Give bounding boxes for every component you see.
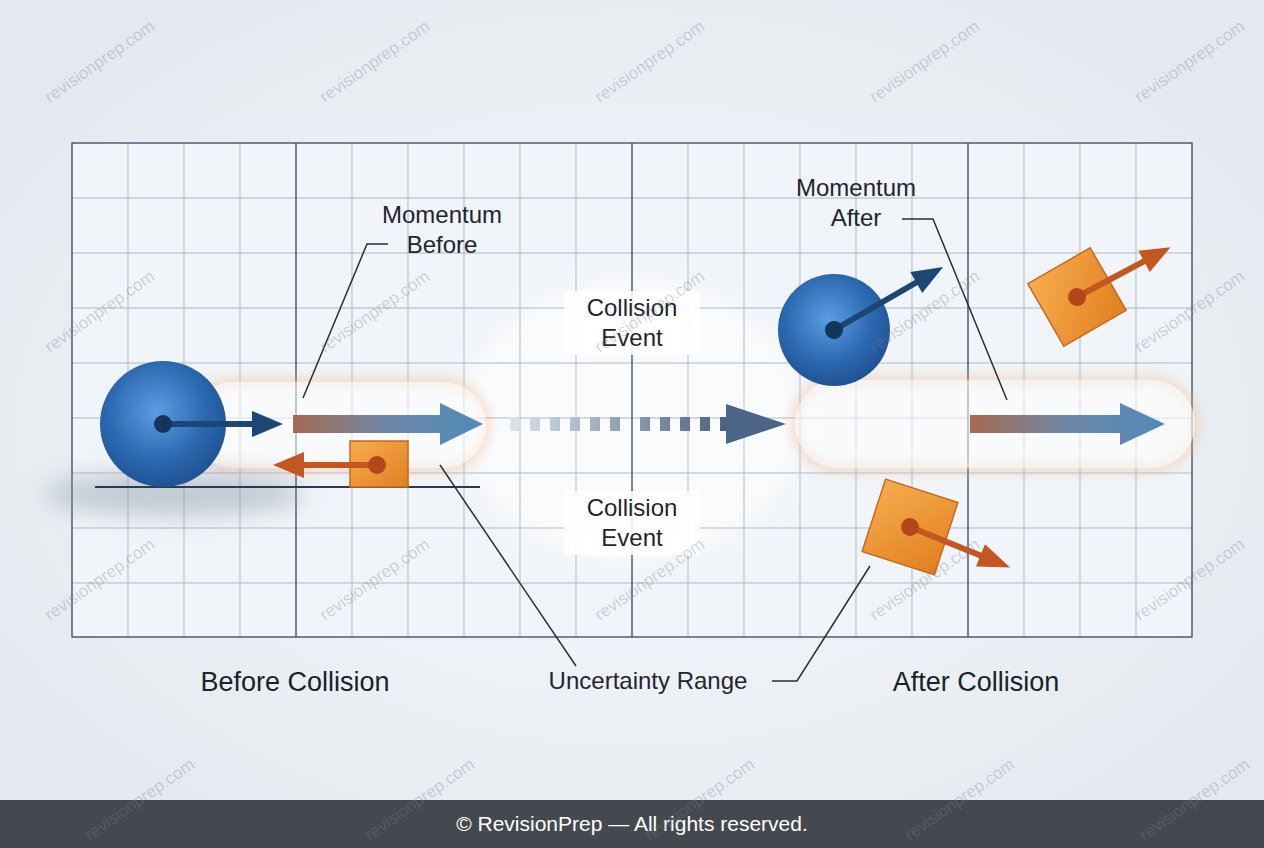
dash	[570, 417, 580, 431]
orange-block	[1028, 248, 1126, 346]
leader-line	[440, 465, 576, 666]
watermark: revisionprep.com	[316, 267, 434, 358]
watermark: revisionprep.com	[1136, 755, 1254, 846]
dash	[640, 417, 650, 431]
watermark: revisionprep.com	[866, 267, 984, 358]
dash	[660, 417, 670, 431]
arrow-head	[1138, 237, 1176, 272]
dash	[700, 417, 710, 431]
section-heading: After Collision	[893, 667, 1060, 698]
dash	[550, 417, 560, 431]
center-dot	[368, 456, 386, 474]
velocity-arrow	[1063, 237, 1176, 312]
dashed-arrow	[510, 417, 728, 431]
velocity-arrow	[300, 462, 377, 468]
watermark: revisionprep.com	[361, 755, 479, 846]
momentum-arrow	[970, 403, 1165, 445]
dash	[590, 417, 600, 431]
blue-ball	[778, 274, 890, 386]
center-dot	[1065, 285, 1089, 309]
ground-line	[95, 486, 480, 488]
block-body	[1028, 248, 1126, 346]
watermark: revisionprep.com	[901, 755, 1019, 846]
watermark: revisionprep.com	[866, 17, 984, 108]
dash	[680, 417, 690, 431]
dash	[610, 417, 620, 431]
watermark: revisionprep.com	[316, 17, 434, 108]
callout-label: Momentum Before	[367, 200, 517, 260]
center-dot	[154, 415, 172, 433]
momentum-arrow	[293, 403, 483, 445]
glow-band	[795, 380, 1195, 468]
glow-band-fill	[795, 380, 1195, 468]
watermark: revisionprep.com	[41, 17, 159, 108]
watermark: revisionprep.com	[866, 535, 984, 626]
footer-band: © RevisionPrep — All rights reserved.	[0, 800, 1264, 848]
dash	[510, 417, 520, 431]
watermark: revisionprep.com	[1131, 535, 1249, 626]
watermark: revisionprep.com	[591, 17, 709, 108]
arrow-head	[726, 404, 786, 444]
center-dot	[898, 515, 921, 538]
watermark: revisionprep.com	[1131, 267, 1249, 358]
watermark: revisionprep.com	[1131, 17, 1249, 108]
arrow-shaft	[1077, 259, 1148, 297]
center-dot	[822, 318, 847, 343]
watermark: revisionprep.com	[41, 267, 159, 358]
dash	[530, 417, 540, 431]
velocity-arrow	[163, 421, 256, 427]
watermark: revisionprep.com	[41, 535, 159, 626]
arrow-head	[252, 411, 283, 437]
arrow-head	[273, 452, 304, 478]
callout-label: Uncertainty Range	[545, 667, 752, 695]
section-heading: Before Collision	[200, 667, 389, 698]
leader-line	[772, 566, 870, 681]
watermark: revisionprep.com	[641, 755, 759, 846]
callout-label: Momentum After	[791, 173, 921, 233]
footer-text: © RevisionPrep — All rights reserved.	[456, 812, 808, 836]
watermark: revisionprep.com	[81, 755, 199, 846]
watermark: revisionprep.com	[316, 535, 434, 626]
